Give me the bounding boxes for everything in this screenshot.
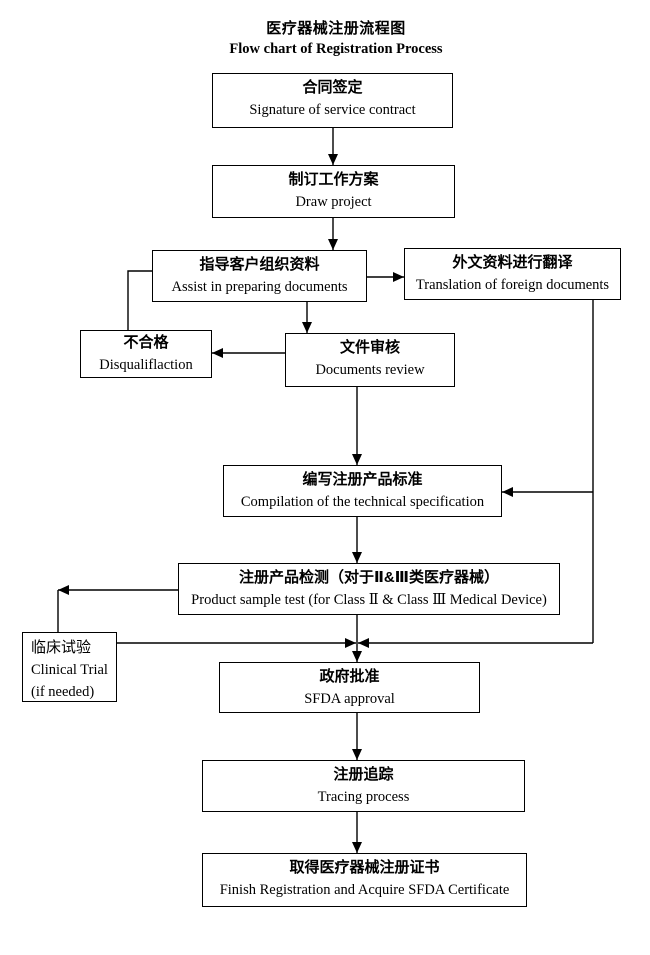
- node-testing-en: Product sample test (for Class Ⅱ & Class…: [191, 592, 547, 608]
- node-plan: 制订工作方案 Draw project: [212, 165, 455, 218]
- node-approval: 政府批准 SFDA approval: [219, 662, 480, 713]
- node-review-en: Documents review: [315, 362, 425, 378]
- node-disqualified: 不合格 Disqualiflaction: [80, 330, 212, 378]
- node-clinical-trial-note: (if needed): [31, 684, 95, 700]
- node-specification: 编写注册产品标准 Compilation of the technical sp…: [223, 465, 502, 517]
- node-approval-en: SFDA approval: [304, 691, 395, 707]
- node-translation: 外文资料进行翻译 Translation of foreign document…: [404, 248, 621, 300]
- node-contract: 合同签定 Signature of service contract: [212, 73, 453, 128]
- node-tracing-en: Tracing process: [317, 789, 410, 805]
- node-review-zh: 文件审核: [339, 339, 400, 356]
- chart-title: 医疗器械注册流程图 Flow chart of Registration Pro…: [22, 19, 650, 59]
- node-plan-zh: 制订工作方案: [288, 171, 379, 188]
- node-review: 文件审核 Documents review: [285, 333, 455, 387]
- node-certificate: 取得医疗器械注册证书 Finish Registration and Acqui…: [202, 853, 527, 907]
- node-assist-zh: 指导客户组织资料: [199, 256, 320, 273]
- chart-title-zh: 医疗器械注册流程图: [266, 20, 406, 37]
- node-clinical-trial-zh: 临床试验: [31, 639, 92, 656]
- node-specification-en: Compilation of the technical specificati…: [240, 494, 485, 510]
- node-certificate-en: Finish Registration and Acquire SFDA Cer…: [219, 882, 510, 898]
- node-contract-en: Signature of service contract: [249, 102, 416, 118]
- node-certificate-zh: 取得医疗器械注册证书: [289, 859, 440, 876]
- node-clinical-trial: 临床试验 Clinical Trial (if needed): [22, 632, 117, 702]
- node-approval-zh: 政府批准: [319, 668, 380, 685]
- node-translation-zh: 外文资料进行翻译: [452, 254, 573, 271]
- node-assist-en: Assist in preparing documents: [171, 279, 348, 295]
- node-specification-zh: 编写注册产品标准: [302, 471, 423, 488]
- node-disqualified-zh: 不合格: [123, 334, 169, 351]
- node-tracing-zh: 注册追踪: [333, 766, 394, 783]
- node-plan-en: Draw project: [295, 194, 372, 210]
- node-disqualified-en: Disqualiflaction: [99, 357, 193, 373]
- node-assist: 指导客户组织资料 Assist in preparing documents: [152, 250, 367, 302]
- chart-title-en: Flow chart of Registration Process: [229, 41, 443, 57]
- node-clinical-trial-en: Clinical Trial: [31, 662, 108, 678]
- node-translation-en: Translation of foreign documents: [415, 277, 610, 293]
- node-tracing: 注册追踪 Tracing process: [202, 760, 525, 812]
- line-assist-to-disqualified: [127, 270, 152, 331]
- node-testing: 注册产品检测（对于Ⅱ&Ⅲ类医疗器械） Product sample test (…: [178, 563, 560, 615]
- node-contract-zh: 合同签定: [302, 79, 363, 96]
- node-testing-zh: 注册产品检测（对于Ⅱ&Ⅲ类医疗器械）: [239, 569, 499, 586]
